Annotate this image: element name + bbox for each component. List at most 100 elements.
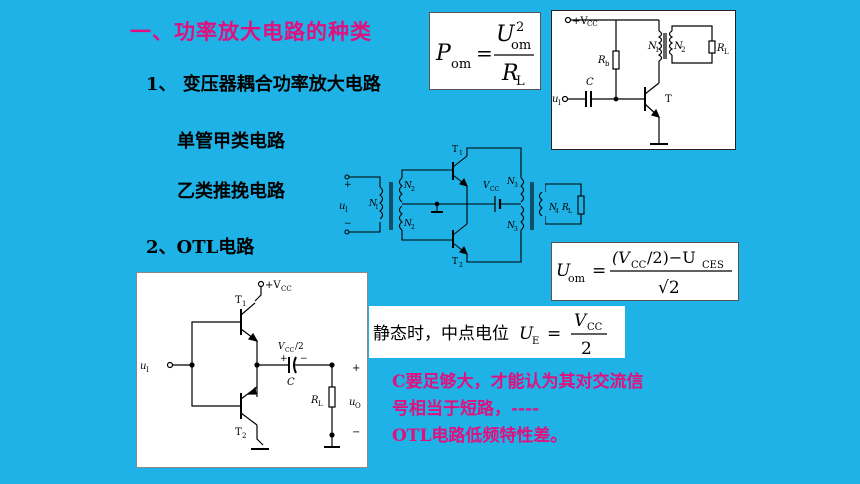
c2-n2a-sub: 2 <box>411 186 415 193</box>
ue-num: V <box>574 311 588 331</box>
uom-formula: U om = (V CC /2)−U CES √2 <box>551 242 739 301</box>
c1-vcc: +V <box>572 16 588 27</box>
ue-lhs-sub: E <box>532 336 539 347</box>
c2-vcc: V <box>483 181 491 191</box>
uom-num: (V <box>612 248 631 267</box>
c3-minus: − <box>352 427 360 438</box>
item-class-b: 乙类推挽电路 <box>177 181 285 202</box>
pom-den: R <box>501 61 519 86</box>
c3-t1: T <box>235 295 242 306</box>
c3-ui-terminal <box>166 361 174 369</box>
ui-terminal <box>561 95 569 103</box>
rl-resistor <box>708 40 716 54</box>
ue-equals: = <box>547 324 561 344</box>
uom-num-sub2: CES <box>702 260 724 271</box>
c1-ui: u <box>552 94 558 105</box>
c2-ui-sub: I <box>345 206 348 214</box>
c3-rl-resistor <box>328 386 336 408</box>
c2-n1: N <box>368 199 378 209</box>
ui-terminal-top <box>344 174 350 180</box>
c1-rb: R <box>597 55 606 66</box>
c3-cap-plate <box>293 356 297 374</box>
c3-plus: + <box>352 363 360 374</box>
n1-coil <box>657 30 663 62</box>
c1-rl: R <box>716 43 725 54</box>
uom-lhs: U <box>556 261 571 281</box>
uom-num-sub1: CC <box>631 260 647 271</box>
item-transformer-coupled: 1、 变压器耦合功率放大电路 <box>146 74 381 95</box>
c3-ui-sub: I <box>146 366 149 374</box>
c1-n2-sub: 2 <box>681 46 685 54</box>
n2-coil <box>668 30 674 56</box>
c1-n1: N <box>647 41 658 52</box>
c2-n2b: N <box>403 219 413 229</box>
c3-ui: u <box>140 361 146 372</box>
uom-lhs-sub: om <box>568 272 586 285</box>
c2-rl-sub: L <box>568 208 572 215</box>
c2-n3a-coil <box>520 177 525 203</box>
note-line-3: OTL电路低频特性差。 <box>392 426 568 446</box>
c3-t2: T <box>235 427 242 438</box>
c3-t2-sub: 2 <box>242 432 246 440</box>
c1-n1-sub: 1 <box>655 46 659 54</box>
c2-rl-resistor <box>577 195 585 215</box>
ue-num-sub: CC <box>587 322 603 333</box>
pom-formula: P om = U om 2 R L <box>429 12 541 90</box>
c2-ui: u <box>339 201 345 212</box>
c1-rl-sub: L <box>724 48 729 56</box>
pom-lhs: P <box>435 41 452 66</box>
c2-n4-coil <box>538 191 543 217</box>
c1-t: T <box>665 94 672 105</box>
circuit-single-tube: +V CC R b N 1 N 2 R L u I <box>551 10 736 150</box>
capacitor-note: C要足够大，才能认为其对交流信 号相当于短路，---- OTL电路低频特性差。 <box>392 369 644 450</box>
pom-num-sub: om <box>511 38 531 53</box>
c3-vcc: +V <box>265 280 281 291</box>
uom-den: √2 <box>658 278 680 298</box>
c3-c: C <box>287 377 295 388</box>
rb-resistor <box>612 50 620 70</box>
c2-t1-sub: 1 <box>459 150 463 157</box>
c3-vcc2-tail: /2 <box>295 342 304 352</box>
section-title: 一、功率放大电路的种类 <box>130 19 372 44</box>
ui-terminal-bottom <box>344 229 350 235</box>
c3-cap-minus: − <box>300 354 308 364</box>
c1-n2: N <box>673 41 684 52</box>
c3-t1-sub: 1 <box>242 300 246 308</box>
pom-den-sub: L <box>516 74 525 89</box>
c1-rb-sub: b <box>605 60 610 68</box>
c2-n3b: N <box>506 221 516 231</box>
static-text: 静态时，中点电位 <box>373 324 509 344</box>
uom-equals: = <box>592 261 606 281</box>
c2-n2b-coil <box>398 205 403 231</box>
c2-n4: N <box>548 203 558 213</box>
c3-rl: R <box>310 395 319 406</box>
c2-t1: T <box>452 145 458 155</box>
c2-n4-sub: 4 <box>555 208 559 215</box>
c2-t2-sub: 2 <box>459 262 463 268</box>
c2-n1-coil <box>379 186 384 220</box>
c2-rl: R <box>561 203 569 213</box>
c2-n2a: N <box>403 181 413 191</box>
vcc-terminal <box>564 16 572 24</box>
circuit-otl: +V CC T 1 T 2 u I <box>136 272 368 468</box>
ue-lhs: U <box>519 324 534 344</box>
item-otl: 2、OTL电路 <box>146 237 255 258</box>
c2-n3a-sub: 3 <box>514 182 518 189</box>
c3-rl-sub: L <box>318 400 323 408</box>
pom-equals: = <box>476 41 493 65</box>
circuit-class-b: + u I − N 1 N 2 N 2 T <box>335 142 545 269</box>
uom-num-mid: /2)−U <box>647 248 696 267</box>
c1-c: C <box>586 77 594 88</box>
c2-n3b-coil <box>520 205 525 231</box>
c2-n3b-sub: 3 <box>514 226 518 233</box>
c2-t2: T <box>452 257 458 267</box>
c2-plus: + <box>344 180 352 190</box>
c3-vcc2-sub: CC <box>285 347 295 354</box>
ue-den: 2 <box>581 339 592 358</box>
c3-uo-sub: O <box>355 402 361 410</box>
c2-n3a: N <box>506 177 516 187</box>
c3-vcc-terminal <box>257 280 265 288</box>
c3-vcc2: V <box>278 342 286 352</box>
c2-n2a-coil <box>398 177 403 203</box>
